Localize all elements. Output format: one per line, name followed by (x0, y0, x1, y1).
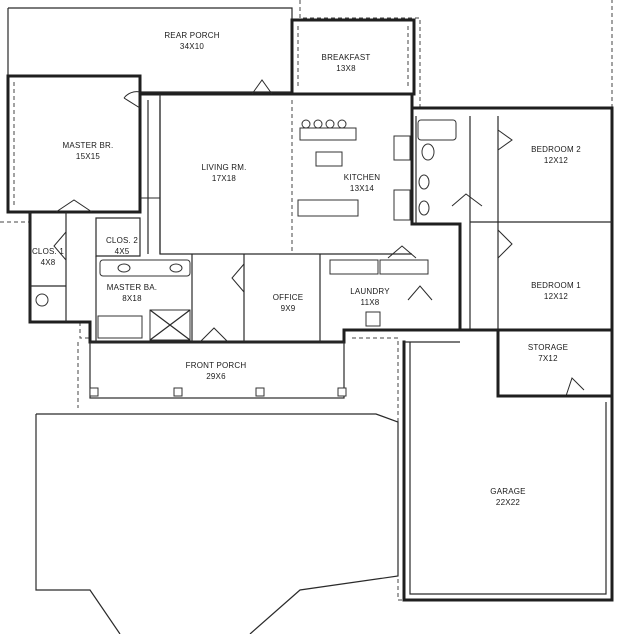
garage-size: 22X22 (496, 498, 520, 507)
kitchen-name: KITCHEN (344, 173, 381, 182)
rear-porch-name: REAR PORCH (164, 31, 219, 40)
garage-name: GARAGE (490, 487, 525, 496)
living-rm-name: LIVING RM. (201, 163, 246, 172)
master-br-name: MASTER BR. (63, 141, 114, 150)
front-porch-name: FRONT PORCH (186, 361, 247, 370)
master-suite-rooms (29, 212, 191, 342)
living-rm-size: 17X18 (212, 174, 236, 183)
bedroom-wing (410, 106, 614, 332)
master-bedroom (6, 74, 142, 214)
bedroom-2-size: 12X12 (544, 156, 568, 165)
garage (402, 328, 614, 602)
front-porch-size: 29X6 (206, 372, 226, 381)
rear-porch (7, 7, 293, 93)
kitchen-fixtures (297, 119, 411, 221)
main-house (28, 79, 462, 344)
master-br-size: 15X15 (76, 152, 100, 161)
storage-size: 7X12 (538, 354, 558, 363)
master-ba-name: MASTER BA. (107, 283, 157, 292)
office-size: 9X9 (281, 304, 296, 313)
master-ba-size: 8X18 (122, 294, 142, 303)
clos-2-size: 4X5 (115, 247, 130, 256)
office-laundry (191, 245, 433, 343)
laundry-size: 11X8 (361, 298, 380, 307)
breakfast-size: 13X8 (336, 64, 356, 73)
laundry-name: LAUNDRY (350, 287, 390, 296)
storage-room (496, 328, 614, 398)
office-name: OFFICE (273, 293, 304, 302)
room-labels: REAR PORCH 34X10 BREAKFAST 13X8 MASTER B… (32, 31, 581, 507)
kitchen-size: 13X14 (350, 184, 374, 193)
rear-porch-size: 34X10 (180, 42, 204, 51)
clos-2-name: CLOS. 2 (106, 236, 138, 245)
clos-1-name: CLOS. 1 (32, 247, 64, 256)
storage-name: STORAGE (528, 343, 568, 352)
front-porch (89, 341, 347, 399)
bedroom-1-size: 12X12 (544, 292, 568, 301)
bedroom-2-name: BEDROOM 2 (531, 145, 581, 154)
breakfast-name: BREAKFAST (322, 53, 371, 62)
bedroom-1-name: BEDROOM 1 (531, 281, 581, 290)
clos-1-size: 4X8 (41, 258, 56, 267)
